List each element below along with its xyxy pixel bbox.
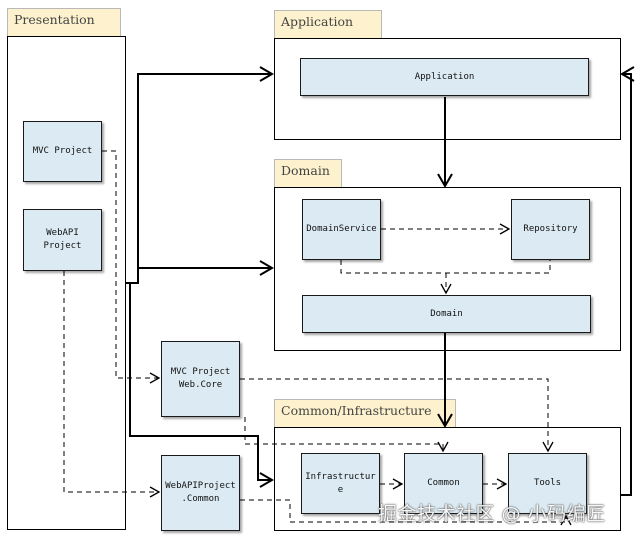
presentation-to-application-arrow [126, 66, 274, 284]
infrastructure-to-application-arrow [620, 66, 635, 496]
domain-service-node: DomainService [302, 199, 381, 260]
mvc-project-node: MVC Project [23, 121, 102, 182]
presentation-layer-box [7, 36, 126, 530]
common-infrastructure-layer-tab: Common/Infrastructure [274, 399, 456, 427]
watermark-text: 掘金技术社区 @ 小码编匠 [378, 503, 606, 525]
webapi-project-node: WebAPI Project [23, 209, 102, 271]
presentation-layer-tab: Presentation [7, 8, 121, 36]
domain-layer-tab: Domain [274, 159, 342, 187]
webapi-project-common-node: WebAPIProject .Common [161, 455, 240, 531]
repository-node: Repository [511, 199, 590, 260]
infrastructure-node: Infrastructur e [301, 453, 380, 514]
application-node: Application [300, 58, 589, 96]
application-layer-tab: Application [274, 10, 382, 38]
mvc-project-web-core-node: MVC Project Web.Core [161, 341, 240, 417]
domain-node: Domain [302, 295, 591, 333]
